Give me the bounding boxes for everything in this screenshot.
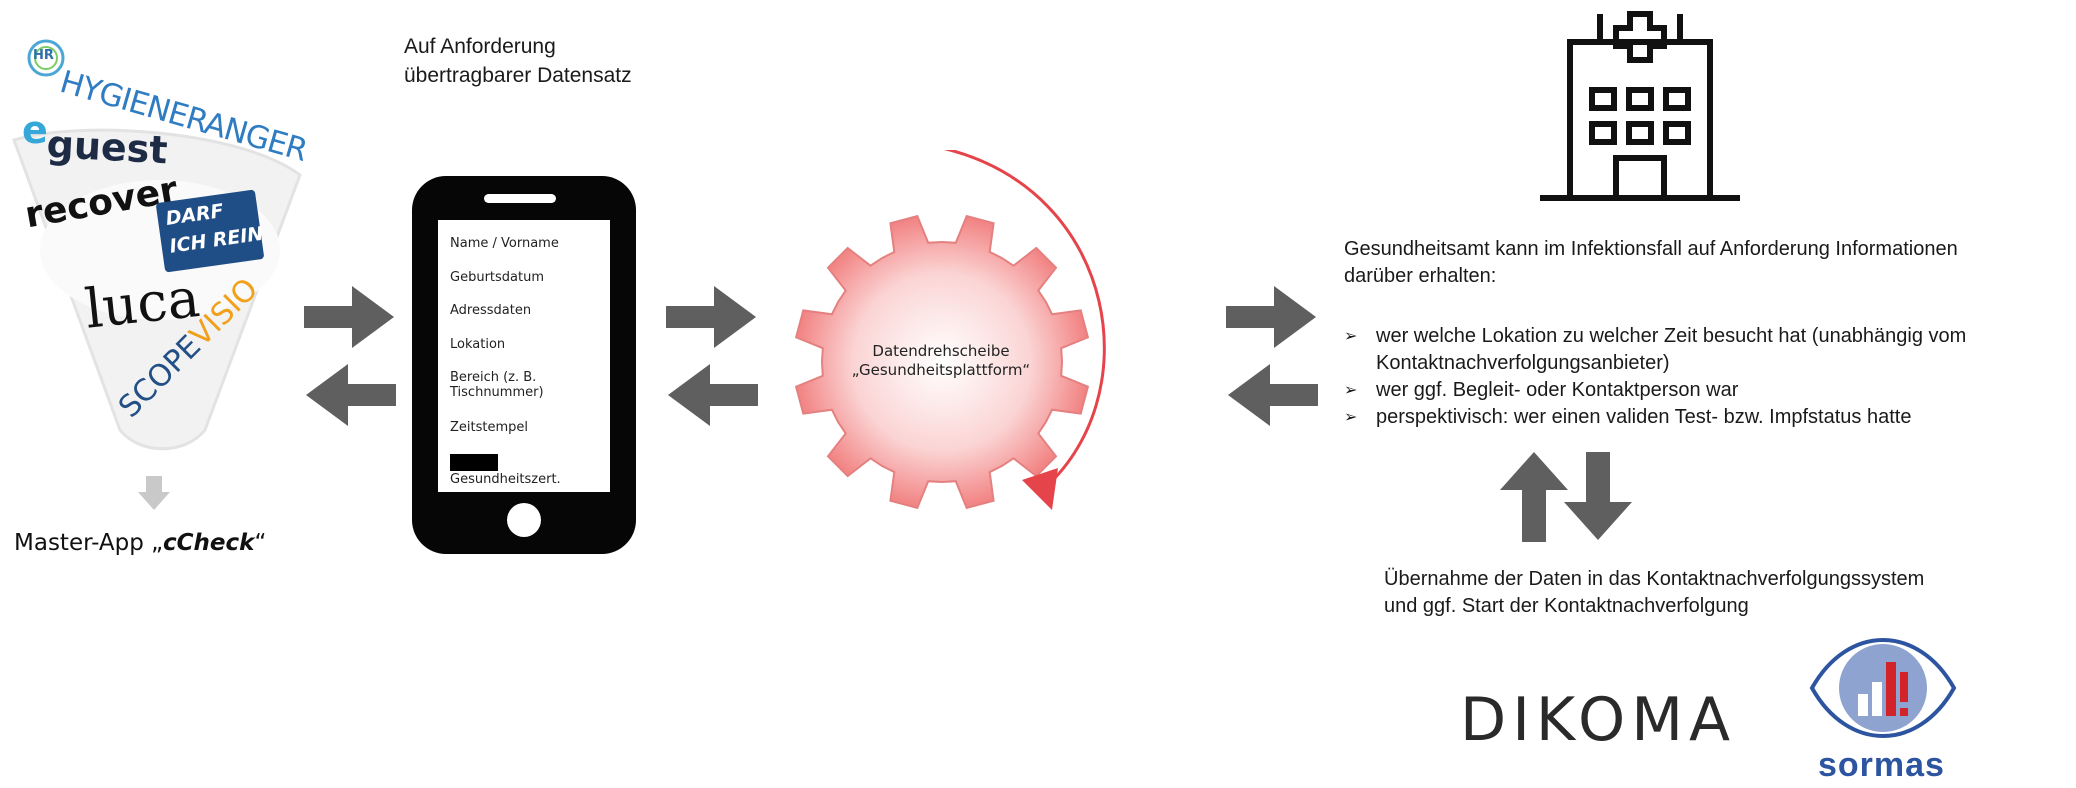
rotation-arrowhead	[1022, 468, 1058, 510]
bullet-text-line2: Kontaktnachverfolgungsanbieter)	[1376, 352, 1670, 374]
field-area-line2: Tischnummer)	[450, 385, 544, 400]
phone-speaker	[484, 194, 556, 203]
sormas-eye-icon	[1809, 638, 1957, 738]
darf-ich-rein-line1: DARF	[164, 200, 225, 230]
gear-label-line2: „Gesundheitsplattform“	[851, 361, 1031, 379]
darf-ich-rein-logo: DARF ICH REIN	[155, 189, 265, 273]
field-location: Lokation	[450, 337, 506, 352]
smartphone-icon: Name / Vorname Geburtsdatum Adressdaten …	[412, 176, 636, 554]
up-down-arrows	[1500, 452, 1632, 542]
bullet-marker-icon: ➢	[1344, 382, 1358, 399]
hygieneranger-badge-text: HR	[33, 48, 54, 63]
health-office-bullets: ➢ wer welche Lokation zu welcher Zeit be…	[1344, 323, 2064, 431]
bullet-marker-icon: ➢	[1344, 328, 1358, 345]
right-arrow-icon	[304, 286, 394, 348]
exchange-arrows-3	[1226, 286, 1318, 426]
takeover-text: Übernahme der Daten in das Kontaktnachve…	[1384, 566, 2044, 620]
right-arrow-icon	[666, 286, 756, 348]
field-birthdate: Geburtsdatum	[450, 270, 544, 285]
bullet-item: ➢ wer welche Lokation zu welcher Zeit be…	[1344, 323, 2064, 377]
gear-icon	[794, 150, 1106, 510]
field-area-line1: Bereich (z. B.	[450, 370, 537, 385]
sormas-logo: sormas	[1818, 746, 1945, 784]
exchange-arrows-1	[304, 286, 396, 426]
master-app-label: Master-App „cCheck“	[14, 530, 266, 556]
funnel-down-arrow-icon	[138, 476, 170, 510]
dataset-caption-line1: Auf Anforderung	[404, 35, 556, 58]
field-timestamp: Zeitstempel	[450, 420, 529, 435]
rotation-arrow	[943, 150, 1106, 494]
dikoma-logo: DIKOMA	[1460, 685, 1736, 755]
health-office-intro-line2: darüber erhalten:	[1344, 265, 1497, 287]
bullet-text-line1: wer welche Lokation zu welcher Zeit besu…	[1376, 325, 1967, 347]
right-arrow-icon	[1226, 286, 1316, 348]
dataset-caption: Auf Anforderung übertragbarer Datensatz	[404, 32, 632, 90]
takeover-line1: Übernahme der Daten in das Kontaktnachve…	[1384, 568, 1925, 590]
home-button	[507, 503, 541, 537]
master-app-prefix: Master-App „	[14, 530, 164, 556]
eguest-logo-e: e	[22, 108, 48, 152]
left-arrow-icon	[1228, 364, 1318, 426]
bullet-marker-icon: ➢	[1344, 409, 1358, 426]
eguest-logo: guest	[45, 122, 169, 173]
dataset-caption-line2: übertragbarer Datensatz	[404, 64, 632, 87]
left-arrow-icon	[668, 364, 758, 426]
health-office-intro: Gesundheitsamt kann im Infektionsfall au…	[1344, 236, 2064, 290]
field-health-certificate: Gesundheitszert.	[450, 472, 561, 487]
takeover-line2: und ggf. Start der Kontaktnachverfolgung	[1384, 595, 1749, 617]
bullet-item: ➢ wer ggf. Begleit- oder Kontaktperson w…	[1344, 377, 2064, 404]
up-arrow-icon	[1500, 452, 1568, 542]
bullet-item: ➢ perspektivisch: wer einen validen Test…	[1344, 404, 2064, 431]
health-office-intro-line1: Gesundheitsamt kann im Infektionsfall au…	[1344, 238, 1958, 260]
darf-ich-rein-line2: ICH REIN	[168, 222, 265, 258]
field-address: Adressdaten	[450, 303, 532, 318]
bullet-text-line1: wer ggf. Begleit- oder Kontaktperson war	[1376, 379, 1739, 401]
field-name: Name / Vorname	[450, 236, 559, 251]
gear-label-line1: Datendrehscheibe	[872, 342, 1010, 360]
phone-screen: Name / Vorname Geburtsdatum Adressdaten …	[438, 220, 610, 492]
bullet-text-line1: perspektivisch: wer einen validen Test- …	[1376, 406, 1912, 428]
redaction-bar	[450, 454, 498, 471]
left-arrow-icon	[306, 364, 396, 426]
master-app-name: cCheck	[163, 530, 255, 556]
gear-label: Datendrehscheibe „Gesundheitsplattform“	[806, 342, 1076, 380]
hygieneranger-badge-icon	[27, 39, 65, 77]
down-arrow-icon	[1564, 452, 1632, 540]
hospital-icon	[1540, 11, 1740, 201]
gear-body	[794, 214, 1090, 510]
exchange-arrows-2	[666, 286, 758, 426]
master-app-suffix: “	[254, 530, 267, 556]
